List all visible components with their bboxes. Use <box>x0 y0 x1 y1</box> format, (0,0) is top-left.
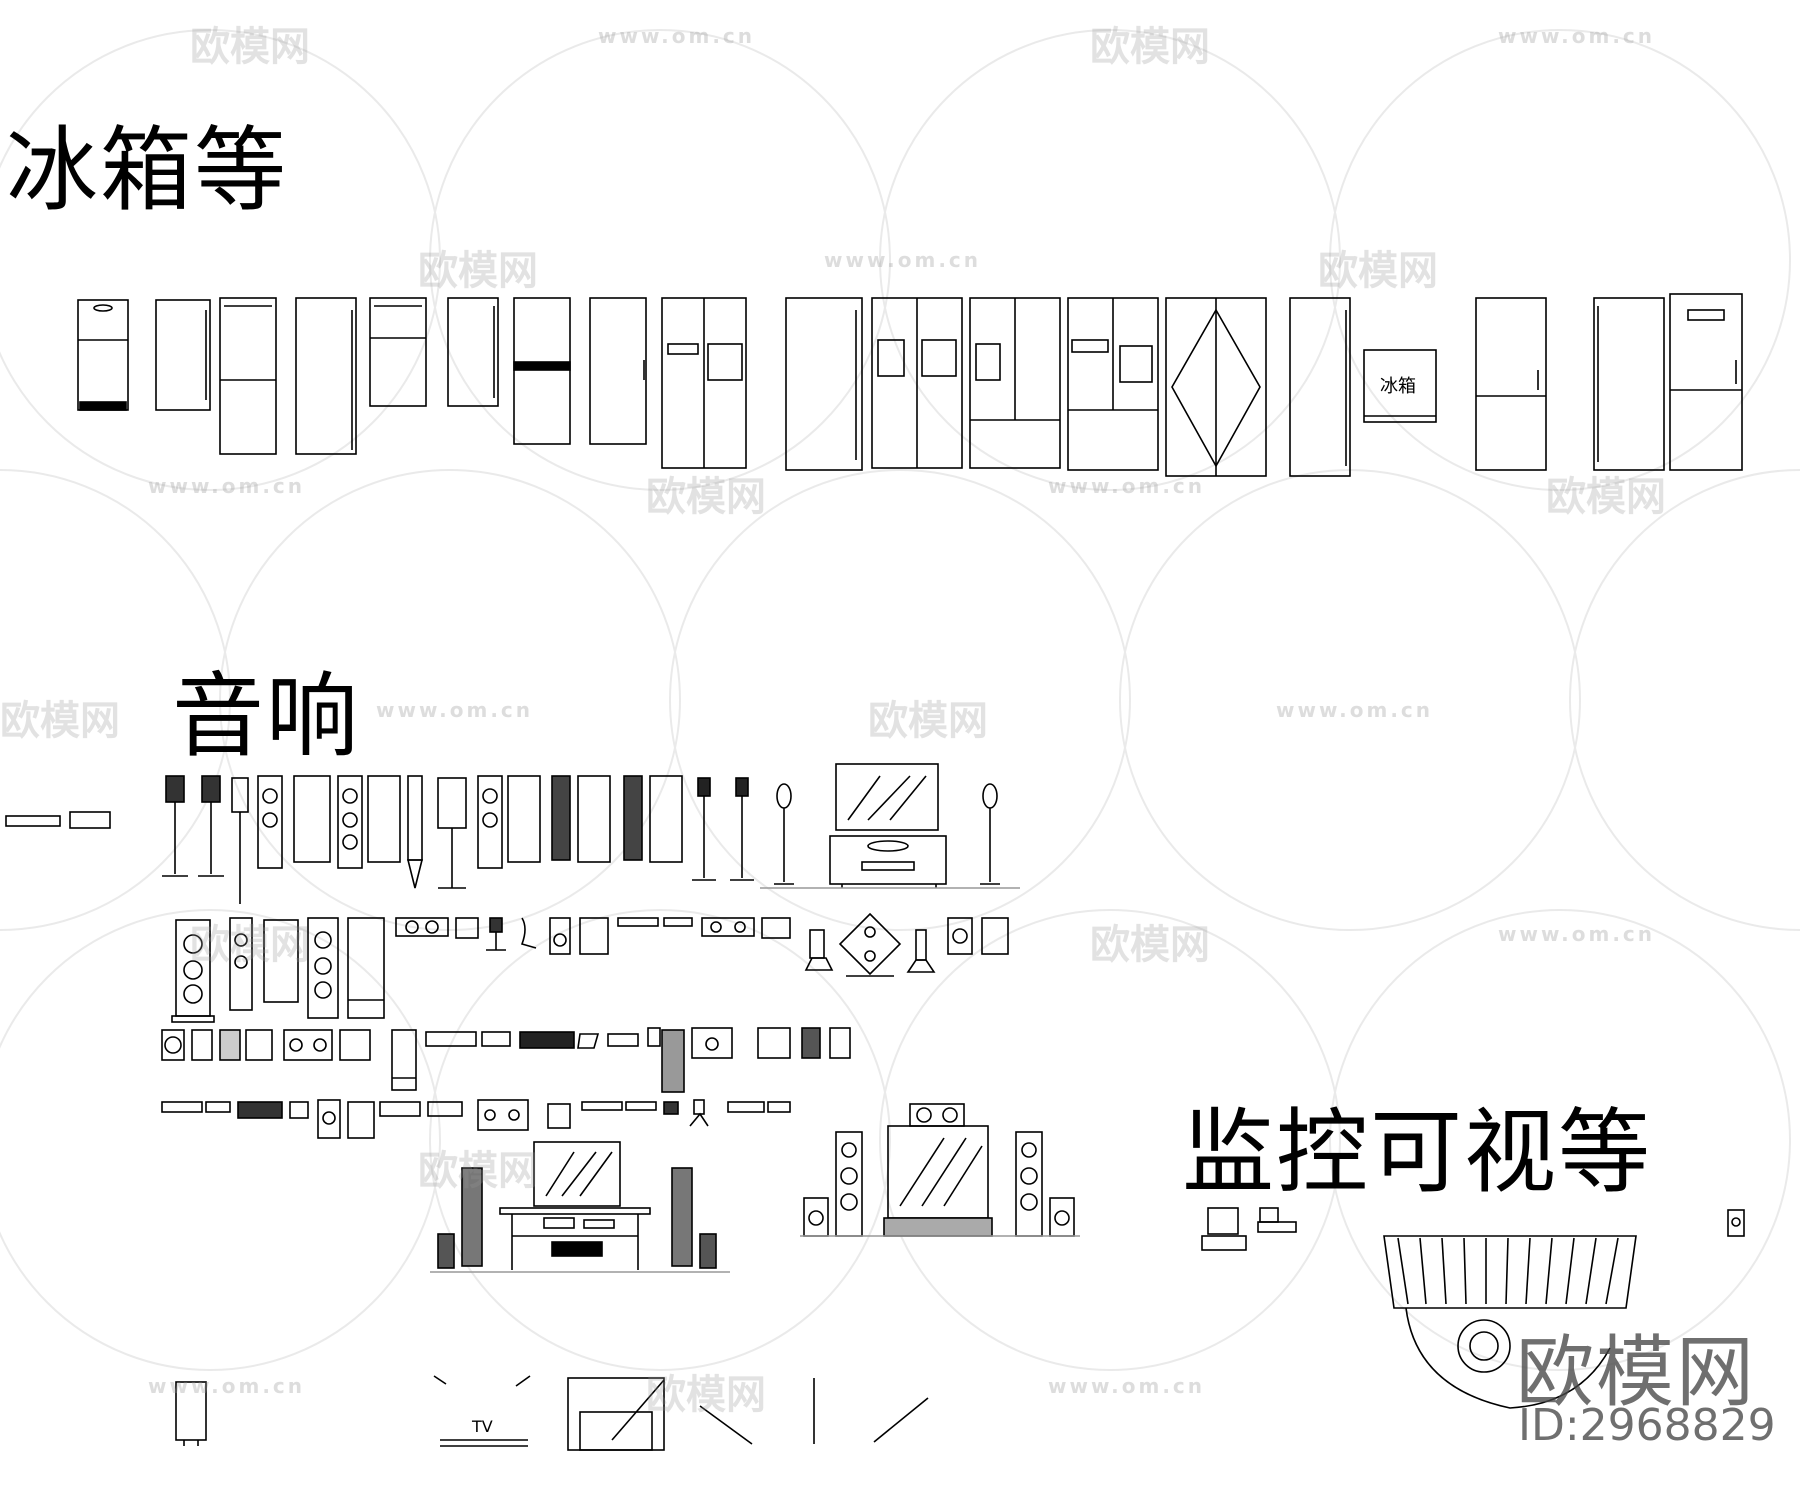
tv-tag: TV <box>471 1417 493 1436</box>
monitoring-devices <box>1201 1207 1745 1409</box>
watermark-logo: 欧模网 <box>190 24 310 70</box>
watermark-logo: 欧模网 <box>868 698 988 744</box>
watermark-url: www.om.cn <box>824 248 982 272</box>
speaker-row-1 <box>162 775 794 904</box>
watermark-logo: 欧模网 <box>418 1148 538 1194</box>
watermark-url: www.om.cn <box>376 698 534 722</box>
watermark-url: www.om.cn <box>1276 698 1434 722</box>
speaker-row-4 <box>161 1099 791 1139</box>
watermark-logo: 欧模网 <box>1090 922 1210 968</box>
watermark-url: www.om.cn <box>1048 1374 1206 1398</box>
image-id-label: ID:2968829 <box>1518 1400 1776 1451</box>
audio-receivers <box>5 811 111 829</box>
section-title-fridge: 冰箱等 <box>6 117 289 224</box>
watermark-logo: 欧模网 <box>1546 474 1666 520</box>
watermark-url: www.om.cn <box>148 1374 306 1398</box>
watermark-logo: 欧模网 <box>190 922 310 968</box>
brand-logo-text: 欧模网 <box>1516 1328 1757 1418</box>
misc-bottom <box>175 1375 929 1451</box>
speaker-row-2 <box>171 912 1009 1023</box>
watermark-url: www.om.cn <box>1498 922 1656 946</box>
section-title-audio: 音响 <box>172 663 361 770</box>
watermark-logo: 欧模网 <box>418 248 538 294</box>
watermark-url: www.om.cn <box>598 24 756 48</box>
home-theater-1 <box>430 1141 730 1273</box>
speaker-row-3 <box>161 1027 851 1093</box>
watermark-url: www.om.cn <box>1048 474 1206 498</box>
watermark-logo: 欧模网 <box>646 1372 766 1418</box>
fridge-row <box>77 293 1743 477</box>
watermark-logo: 欧模网 <box>646 474 766 520</box>
watermark-logo: 欧模网 <box>0 698 120 744</box>
tv-cabinet-1 <box>760 763 1020 889</box>
home-theater-2 <box>800 1103 1080 1237</box>
watermark-url: www.om.cn <box>1498 24 1656 48</box>
watermark-arcs <box>0 29 1800 1371</box>
section-title-monitoring: 监控可视等 <box>1182 1099 1653 1206</box>
watermark-url: www.om.cn <box>148 474 306 498</box>
watermark-logo: 欧模网 <box>1318 248 1438 294</box>
watermark-logo: 欧模网 <box>1090 24 1210 70</box>
fridge-tag: 冰箱 <box>1380 376 1416 397</box>
